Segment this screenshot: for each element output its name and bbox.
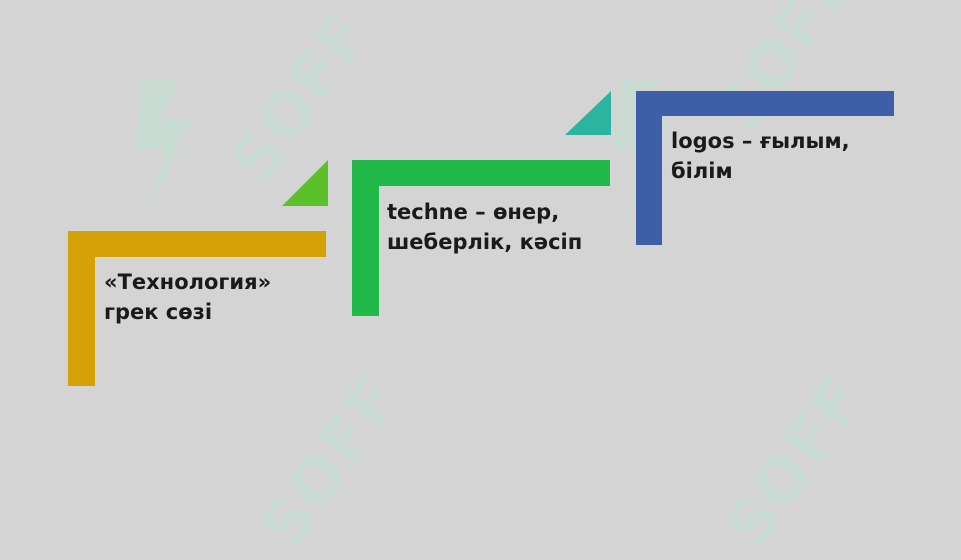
step3-line2: білім [671, 159, 733, 183]
step2-horizontal-bar [352, 160, 610, 186]
step2-vertical-bar [352, 160, 379, 316]
watermark-text: SOFF [710, 362, 880, 560]
step2-line2: шеберлік, кәсіп [387, 230, 583, 254]
watermark-logo-icon [135, 80, 190, 210]
step2-line1: techne – өнер, [387, 200, 560, 224]
watermark-text: SOFF [245, 362, 415, 560]
slide: SOFF SOFF SOFF SOFF «Технология» грек сө… [68, 0, 894, 560]
step1-line2: грек сөзі [104, 300, 213, 324]
step3-horizontal-bar [636, 91, 894, 116]
step3-vertical-bar [636, 91, 662, 245]
step1-line1: «Технология» [104, 270, 272, 294]
step3-line1: logos – ғылым, [671, 129, 850, 153]
step2-accent-triangle [282, 160, 328, 206]
watermark-text: SOFF [700, 0, 870, 146]
step2-text: techne – өнер, шеберлік, кәсіп [387, 197, 582, 257]
step3-accent-triangle [565, 91, 611, 135]
step1-text: «Технология» грек сөзі [104, 267, 271, 327]
step1-horizontal-bar [68, 231, 326, 257]
step3-text: logos – ғылым, білім [671, 126, 850, 186]
step1-vertical-bar [68, 231, 95, 386]
